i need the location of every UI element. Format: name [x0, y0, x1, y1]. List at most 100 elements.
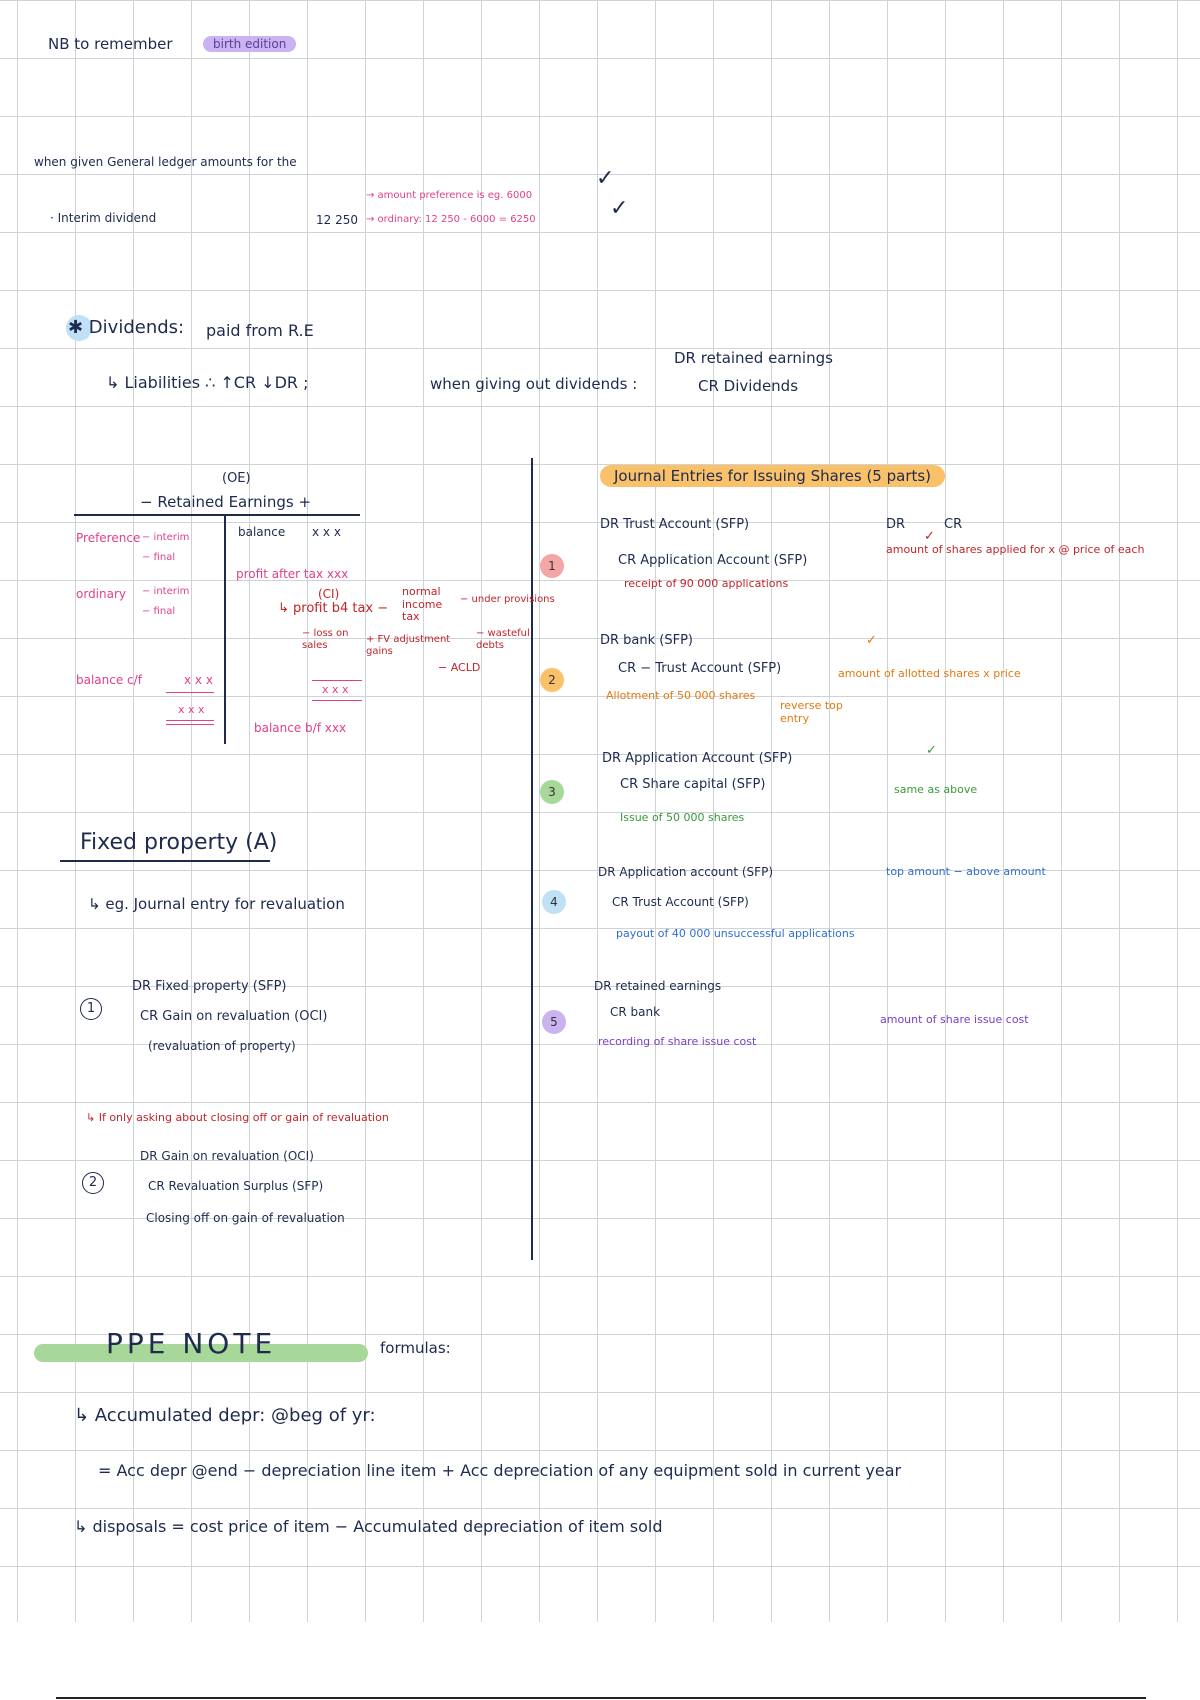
- entry-number-4: 4: [542, 890, 566, 914]
- re-profit-before-tax: ↳ profit b4 tax −: [278, 601, 389, 616]
- re-balance-cf: balance c/f: [76, 673, 142, 687]
- entry-3-note: same as above: [894, 783, 978, 796]
- re-xxx-total-left: x x x: [178, 703, 205, 716]
- entry-2-side: reverse top entry: [780, 699, 843, 725]
- fp-dr2: DR Gain on revaluation (OCI): [140, 1149, 314, 1163]
- entry-4-cr: CR Trust Account (SFP): [612, 895, 749, 909]
- entry-number-5: 5: [542, 1010, 566, 1034]
- dividends-title: ✱ Dividends:: [66, 315, 185, 341]
- entry-2-desc: Allotment of 50 000 shares: [606, 689, 756, 702]
- total-rule: [166, 692, 214, 693]
- re-xxx-total-right: x x x: [322, 683, 349, 696]
- re-xxx-left: x x x: [184, 673, 213, 687]
- entry-1-cr: CR Application Account (SFP): [618, 553, 808, 568]
- journal-col-dr: DR: [886, 517, 906, 532]
- gl-ordinary-note: → ordinary: 12 250 - 6000 = 6250: [366, 214, 536, 225]
- fp-dr1: DR Fixed property (SFP): [132, 979, 287, 994]
- re-balance-bf: balance b/f xxx: [254, 721, 347, 735]
- entry-number-2: 2: [540, 668, 564, 692]
- check-mark-icon: ✓: [866, 633, 877, 648]
- column-divider: [531, 458, 533, 1260]
- gl-interim-label: · Interim dividend: [50, 211, 157, 225]
- step-number-1: 1: [80, 998, 102, 1020]
- gl-preference-note: → amount preference is eg. 6000: [366, 190, 533, 201]
- entry-3-desc: Issue of 50 000 shares: [620, 811, 745, 824]
- total-rule: [166, 724, 214, 725]
- re-ci: (CI): [318, 587, 340, 601]
- total-rule: [166, 720, 214, 721]
- fp-note1: (revaluation of property): [148, 1039, 296, 1053]
- entry-5-desc: recording of share issue cost: [598, 1035, 757, 1048]
- entry-2-dr: DR bank (SFP): [600, 633, 694, 648]
- re-ordinary: ordinary: [76, 587, 127, 601]
- fp-note2: Closing off on gain of revaluation: [146, 1211, 345, 1225]
- entry-3-dr: DR Application Account (SFP): [602, 751, 793, 766]
- entry-1-desc: receipt of 90 000 applications: [624, 577, 789, 590]
- total-rule: [312, 700, 362, 701]
- entry-4-dr: DR Application account (SFP): [598, 865, 773, 879]
- gl-when-given: when given General ledger amounts for th…: [34, 155, 297, 169]
- entry-number-3: 3: [540, 780, 564, 804]
- re-underprovisions: − under provisions: [460, 594, 555, 605]
- entry-4-desc: payout of 40 000 unsuccessful applicatio…: [616, 927, 855, 940]
- fp-cr2: CR Revaluation Surplus (SFP): [148, 1179, 324, 1193]
- page-bottom-rule: [56, 1697, 1146, 1699]
- t-account-top-line: [74, 514, 360, 516]
- journal-title: Journal Entries for Issuing Shares (5 pa…: [600, 465, 946, 487]
- ppe-acc-depr: ↳ Accumulated depr: @beg of yr:: [74, 1405, 376, 1426]
- ppe-formulas: formulas:: [380, 1339, 451, 1357]
- re-preference: Preference: [76, 531, 141, 545]
- re-xxx-right: x x x: [312, 525, 341, 539]
- ppe-disposals: ↳ disposals = cost price of item − Accum…: [74, 1517, 663, 1536]
- entry-1-note: amount of shares applied for x @ price o…: [886, 543, 1145, 556]
- entry-5-note: amount of share issue cost: [880, 1013, 1029, 1026]
- step-number-2: 2: [82, 1172, 104, 1194]
- re-pref-final: − final: [142, 552, 176, 563]
- title-underline: [60, 860, 270, 862]
- re-wasteful: − wasteful debts: [476, 628, 530, 651]
- check-mark-icon: ✓: [610, 196, 629, 221]
- check-mark-icon: ✓: [924, 529, 935, 544]
- gl-interim-amount: 12 250: [316, 213, 358, 227]
- re-fv-adjustment: + FV adjustment gains: [366, 634, 451, 657]
- re-ord-final: − final: [142, 606, 176, 617]
- t-account-center-line: [224, 514, 226, 744]
- fixed-property-eg: ↳ eg. Journal entry for revaluation: [88, 895, 345, 913]
- fp-cr1: CR Gain on revaluation (OCI): [140, 1009, 328, 1024]
- nb-tag-text: birth edition: [203, 36, 297, 52]
- fp-if-only: ↳ If only asking about closing off or ga…: [86, 1111, 389, 1124]
- journal-col-cr: CR: [944, 517, 963, 532]
- re-ord-interim: − interim: [142, 586, 190, 597]
- entry-5-dr: DR retained earnings: [594, 979, 722, 993]
- entry-1-dr: DR Trust Account (SFP): [600, 517, 750, 532]
- re-balance: balance: [238, 525, 286, 539]
- nb-tag: birth edition: [203, 36, 297, 52]
- re-profit-after-tax: profit after tax xxx: [236, 567, 349, 581]
- entry-2-note: amount of allotted shares x price: [838, 667, 1021, 680]
- dividends-dr: DR retained earnings: [674, 349, 833, 367]
- dividends-when-giving: when giving out dividends :: [430, 375, 638, 393]
- re-acld: − ACLD: [438, 661, 481, 674]
- page-bottom-margin: [0, 1622, 1200, 1700]
- dividends-liabilities: ↳ Liabilities ∴ ↑CR ↓DR ;: [106, 373, 309, 392]
- entry-3-cr: CR Share capital (SFP): [620, 777, 766, 792]
- entry-2-cr: CR − Trust Account (SFP): [618, 661, 782, 676]
- nb-label: NB to remember: [48, 35, 173, 53]
- check-mark-icon: ✓: [926, 743, 937, 758]
- dividends-cr: CR Dividends: [698, 377, 799, 395]
- ppe-highlight: [34, 1344, 368, 1362]
- entry-number-1: 1: [540, 554, 564, 578]
- re-loss-on-sales: − loss on sales: [302, 628, 349, 651]
- fixed-property-title: Fixed property (A): [80, 830, 278, 855]
- journal-title-text: Journal Entries for Issuing Shares (5 pa…: [600, 465, 946, 487]
- ppe-formula-1: = Acc depr @end − depreciation line item…: [98, 1461, 902, 1480]
- re-heading: − Retained Earnings +: [140, 493, 312, 511]
- entry-5-cr: CR bank: [610, 1005, 661, 1019]
- dividends-paid-from: paid from R.E: [206, 321, 314, 340]
- re-normal-income-tax: normal income tax: [402, 585, 443, 624]
- re-pref-interim: − interim: [142, 532, 190, 543]
- dividends-title-text: ✱ Dividends:: [68, 317, 185, 338]
- total-rule: [312, 680, 362, 681]
- check-mark-icon: ✓: [596, 166, 615, 191]
- re-heading-oe: (OE): [222, 471, 251, 486]
